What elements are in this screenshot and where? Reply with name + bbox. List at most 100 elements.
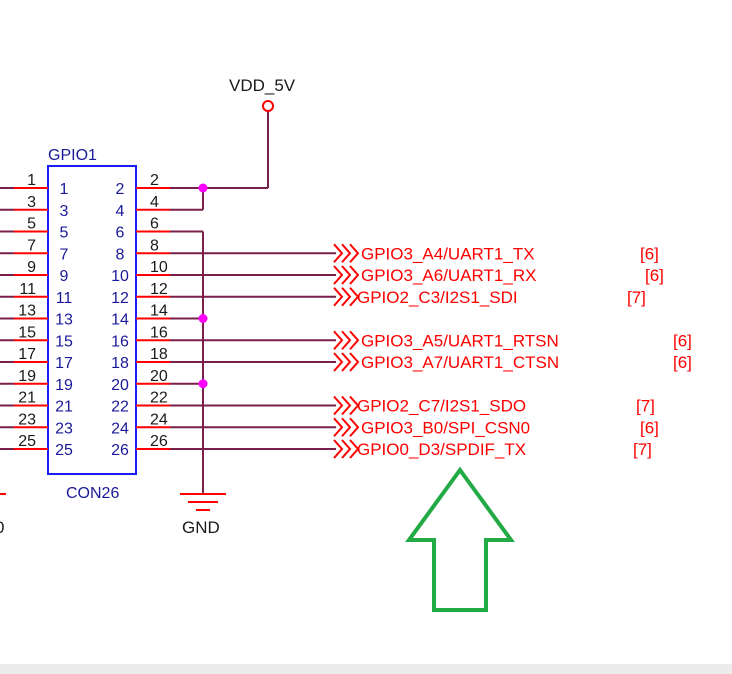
off-page-sheet-ref: [7] [633, 440, 652, 459]
off-page-chevron-icon [333, 352, 344, 372]
off-page-signal-label: GPIO2_C3/I2S1_SDI [357, 288, 518, 307]
right-pin-number: 24 [111, 420, 129, 437]
off-page-sheet-ref: [7] [636, 397, 655, 416]
left-pin-number: 17 [55, 355, 73, 372]
left-net-number: 9 [27, 259, 36, 276]
right-pin-number: 6 [116, 225, 125, 242]
left-net-number: 17 [18, 346, 36, 363]
left-pin-number: 25 [55, 442, 73, 459]
left-net-number: 13 [18, 303, 36, 320]
right-net-number: 10 [150, 259, 168, 276]
junction-dot [198, 183, 208, 193]
right-net-number: 4 [150, 194, 159, 211]
connector-value: CON26 [66, 485, 119, 502]
power-port-circle-icon [262, 100, 274, 112]
left-pin-number: 15 [55, 333, 73, 350]
pin-rows: 1133557799111113131515171719192121232325… [14, 172, 170, 459]
right-net-number: 2 [150, 172, 159, 189]
off-page-signal-label: GPIO0_D3/SPDIF_TX [357, 440, 526, 459]
off-page-chevron-icon [333, 439, 344, 459]
off-page-sheet-ref: [6] [673, 331, 692, 350]
left-pin-number: 3 [60, 203, 69, 220]
left-net-number: 5 [27, 216, 36, 233]
right-pin-number: 4 [116, 203, 125, 220]
off-page-chevron-icon [341, 243, 352, 263]
right-net-number: 22 [150, 390, 168, 407]
off-page-chevron-icon [333, 417, 344, 437]
off-page-sheet-ref: [6] [645, 266, 664, 285]
left-net-number: 15 [18, 324, 36, 341]
right-pin-number: 10 [111, 268, 129, 285]
junction-dot [198, 314, 208, 323]
off-page-chevron-icon [349, 352, 360, 372]
off-page-signal-label: GPIO3_B0/SPI_CSN0 [361, 418, 530, 437]
ground-symbol-icon [180, 493, 226, 511]
left-pin-number: 21 [55, 399, 73, 416]
bottom-strip [0, 664, 732, 674]
left-pin-number: 23 [55, 420, 73, 437]
off-page-sheet-ref: [7] [627, 288, 646, 307]
right-net-number: 24 [150, 411, 168, 428]
off-page-connectors: GPIO3_A4/UART1_TX [6] GPIO3_A6/UART1_RX [6]… [170, 243, 692, 459]
left-net-number: 1 [27, 172, 36, 189]
off-page-signal-label: GPIO2_C7/I2S1_SDO [357, 397, 526, 416]
left-pin-number: 19 [55, 377, 73, 394]
right-net-number: 6 [150, 216, 159, 233]
right-net-number: 16 [150, 324, 168, 341]
left-pin-number: 9 [60, 268, 69, 285]
right-pin-number: 26 [111, 442, 129, 459]
junction-dot [198, 379, 208, 389]
off-page-chevron-icon [341, 287, 352, 307]
off-page-chevron-icon [349, 243, 360, 263]
connector-body [47, 165, 137, 475]
off-page-chevron-icon [341, 439, 352, 459]
off-page-chevron-icon [341, 330, 352, 350]
right-pin-number: 16 [111, 333, 129, 350]
off-page-signal-label: GPIO3_A6/UART1_RX [361, 266, 536, 285]
off-page-chevron-icon [349, 439, 360, 459]
right-pin-number: 8 [116, 246, 125, 263]
right-net-number: 12 [150, 281, 168, 298]
right-net-number: 26 [150, 433, 168, 450]
off-page-chevron-icon [341, 352, 352, 372]
right-pin-number: 20 [111, 377, 129, 394]
right-net-number: 8 [150, 237, 159, 254]
right-net-number: 18 [150, 346, 168, 363]
off-page-chevron-icon [349, 395, 360, 416]
off-page-chevron-icon [333, 330, 344, 350]
off-page-chevron-icon [333, 265, 344, 285]
off-page-sheet-ref: [6] [640, 244, 659, 263]
off-page-chevron-icon [333, 395, 344, 416]
off-page-signal-label: GPIO3_A7/UART1_CTSN [361, 353, 559, 372]
off-page-signal-label: GPIO3_A5/UART1_RTSN [361, 331, 559, 350]
right-pin-number: 18 [111, 355, 129, 372]
off-page-chevron-icon [349, 265, 360, 285]
off-page-chevron-icon [341, 265, 352, 285]
left-net-number: 3 [27, 194, 36, 211]
left-net-number: 23 [18, 411, 36, 428]
off-page-sheet-ref: [6] [673, 353, 692, 372]
left-net-number: 25 [18, 433, 36, 450]
off-page-chevron-icon [341, 395, 352, 416]
connector-ref: GPIO1 [48, 147, 97, 164]
up-arrow-outline-icon [405, 466, 515, 612]
right-net-number: 14 [150, 303, 168, 320]
off-page-chevron-icon [349, 417, 360, 437]
right-net-number: 20 [150, 368, 168, 385]
left-pin-number: 7 [60, 246, 69, 263]
off-page-signal-label: GPIO3_A4/UART1_TX [361, 244, 535, 263]
off-page-chevron-icon [349, 287, 360, 307]
right-pin-number: 22 [111, 399, 129, 416]
off-page-chevron-icon [333, 287, 344, 307]
off-page-chevron-icon [349, 330, 360, 350]
left-net-number: 19 [18, 368, 36, 385]
left-net-number: 21 [18, 390, 36, 407]
left-net-number: 7 [27, 237, 36, 254]
off-page-chevron-icon [333, 243, 344, 263]
ground-label: GND [182, 518, 220, 537]
off-page-sheet-ref: [6] [640, 418, 659, 437]
right-pin-number: 14 [111, 312, 129, 329]
power-label: VDD_5V [229, 76, 296, 95]
right-pin-number: 12 [111, 290, 129, 307]
